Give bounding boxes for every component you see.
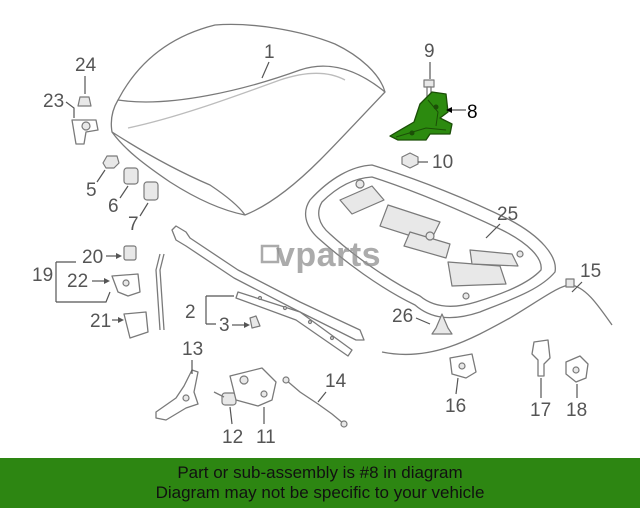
hood-hinge-highlighted [389, 91, 453, 141]
bracket-part [71, 119, 99, 145]
callout-1-label: 1 [264, 42, 275, 63]
callout-24-label: 24 [75, 55, 97, 76]
callout-12: 12 [222, 406, 243, 448]
callout-6-label: 6 [108, 196, 119, 217]
callout-23: 23 [43, 91, 75, 118]
callout-22-label: 21 [90, 311, 111, 332]
hood-stay-grommet [531, 339, 551, 377]
callout-5-label: 5 [86, 180, 97, 201]
callout-21-label: 22 [67, 271, 88, 292]
callout-18-label: 18 [566, 400, 587, 421]
callout-9-label: 9 [424, 41, 435, 62]
callout-26-label: 26 [392, 306, 413, 327]
callout-3-label: 3 [219, 315, 230, 336]
callout-8-label: 8 [467, 102, 478, 123]
hood-stay-rod [155, 253, 165, 331]
callout-10-label: 10 [432, 152, 453, 173]
release-handle [155, 369, 199, 421]
hood-latch [229, 367, 277, 407]
callout-26: 26 [392, 306, 431, 327]
callout-13: 13 [182, 339, 203, 374]
parts-diagram: 1 9 8 10 24 23 [32, 23, 613, 448]
release-cable [381, 278, 613, 356]
watermark-text: vparts [276, 236, 381, 274]
callout-20-label: 20 [82, 247, 103, 268]
callout-22: 21 [90, 311, 124, 332]
callout-10: 10 [418, 152, 453, 173]
callout-25-label: 25 [497, 204, 518, 225]
latch-bumper [213, 391, 237, 406]
callout-14-label: 14 [325, 371, 347, 392]
callout-16-label: 16 [445, 396, 466, 417]
callout-17-label: 17 [530, 400, 551, 421]
latch-cable [282, 376, 348, 428]
seal-clip [249, 315, 261, 329]
bumper-part [77, 96, 92, 107]
retainer-clip [431, 313, 453, 335]
callout-21: 22 [67, 271, 110, 292]
callout-24: 24 [75, 55, 97, 94]
callout-20: 20 [82, 247, 122, 268]
callout-5: 5 [86, 169, 106, 201]
disclaimer-line-2: Diagram may not be specific to your vehi… [155, 483, 485, 502]
callout-2: 2 [185, 295, 234, 325]
clip-part-5 [102, 155, 120, 169]
callout-19: 19 [32, 261, 111, 303]
callout-6: 6 [108, 185, 129, 217]
callout-12-label: 12 [222, 427, 243, 448]
nut-part [401, 152, 419, 169]
callout-19-label: 19 [32, 265, 53, 286]
callout-11-label: 11 [256, 427, 276, 448]
hood-weatherstrip [171, 225, 365, 341]
hood-lock-support [565, 355, 589, 383]
stay-bracket-part [111, 273, 141, 297]
stay-clip-part [123, 245, 137, 261]
callout-18: 18 [566, 384, 587, 421]
callout-15-label: 15 [580, 261, 601, 282]
callout-13-label: 13 [182, 339, 203, 360]
disclaimer-banner: Part or sub-assembly is #8 in diagram Di… [0, 458, 640, 508]
callout-2-label: 2 [185, 302, 196, 323]
callout-8: 8 [446, 102, 478, 123]
latch-striker [449, 353, 477, 379]
callout-16: 16 [445, 377, 466, 417]
callout-14: 14 [317, 371, 347, 403]
vparts-watermark: vparts [260, 236, 381, 274]
callout-7-label: 7 [128, 214, 139, 235]
bumper-part-7 [143, 181, 159, 201]
callout-17: 17 [530, 378, 551, 421]
callout-23-label: 23 [43, 91, 64, 112]
hood-insulator-pad [304, 164, 556, 319]
callout-25: 25 [485, 204, 518, 239]
callout-1: 1 [261, 42, 275, 79]
hood-panel [110, 23, 386, 216]
callout-11: 11 [256, 407, 276, 448]
callout-7: 7 [128, 202, 149, 235]
bumper-part-6 [123, 167, 139, 185]
callout-15: 15 [571, 261, 601, 293]
disclaimer-line-1: Part or sub-assembly is #8 in diagram [177, 463, 463, 482]
stay-holder-part [123, 311, 149, 339]
callout-9: 9 [424, 41, 435, 79]
callout-3: 3 [219, 315, 250, 336]
seal-strip [235, 291, 353, 357]
